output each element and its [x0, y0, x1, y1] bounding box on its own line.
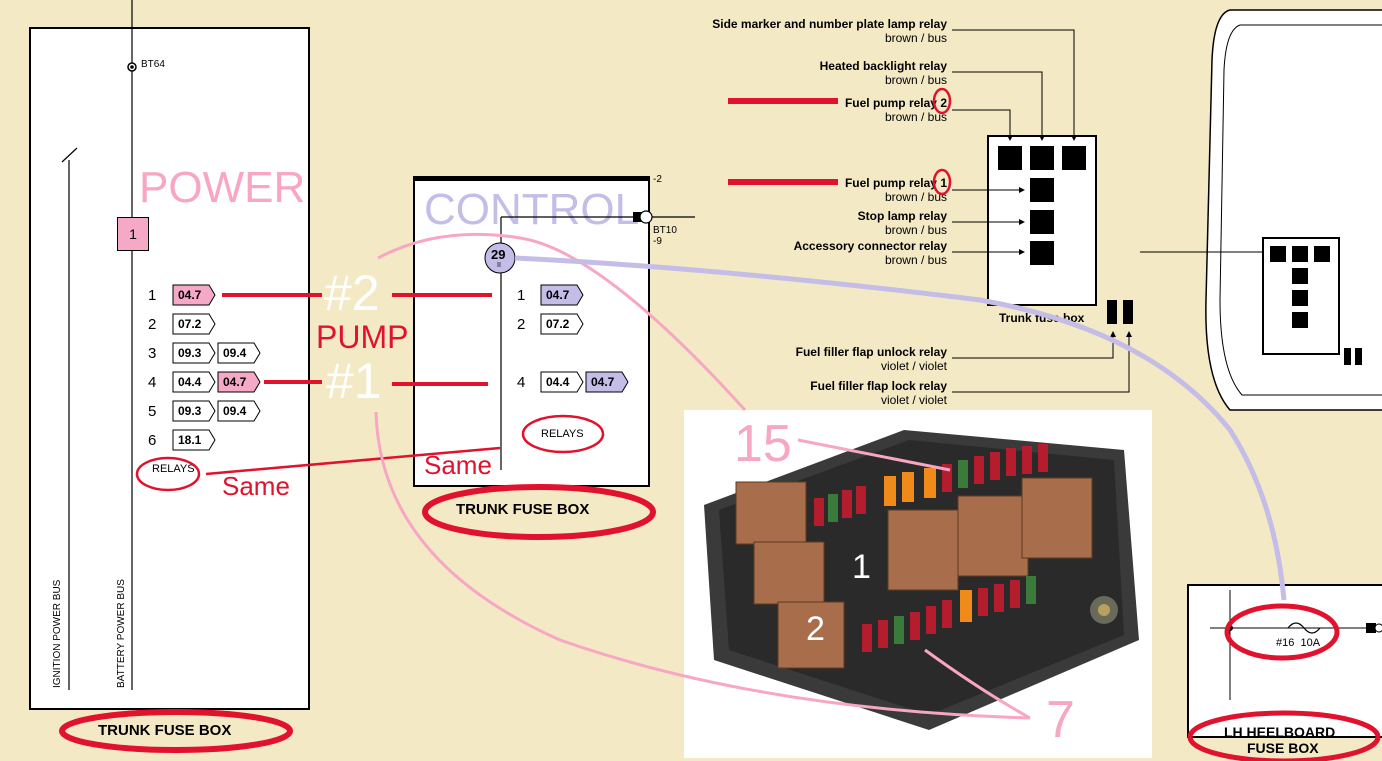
power-tag-5a: 09.3 — [178, 404, 202, 418]
control-panel — [413, 176, 650, 487]
bt64-label: BT64 — [141, 59, 165, 70]
relay-slot — [998, 146, 1022, 170]
fuse-box-photo — [684, 410, 1152, 758]
power-tag-1a: 04.7 — [178, 288, 202, 302]
fuse-box-photo-art — [684, 410, 1152, 758]
label-7: 7 — [1046, 691, 1075, 749]
fuse-1-box: 1 — [117, 217, 149, 251]
power-tag-3b: 09.4 — [223, 346, 247, 360]
power-tag-2a: 07.2 — [178, 317, 202, 331]
control-caption: TRUNK FUSE BOX — [456, 501, 590, 518]
power-title: POWER — [139, 163, 306, 212]
control-tag-4a: 04.4 — [546, 375, 570, 389]
relay-slot — [1062, 146, 1086, 170]
power-caption: TRUNK FUSE BOX — [98, 722, 232, 739]
power-tag-3a: 09.3 — [178, 346, 202, 360]
power-row-3-num: 3 — [148, 345, 157, 362]
bt10-label: BT10 — [653, 225, 677, 236]
pump1-label: #1 — [326, 353, 382, 409]
control-top-mark: -2 — [653, 174, 662, 185]
pump-word: PUMP — [316, 319, 409, 355]
control-row-1-num: 1 — [517, 287, 526, 304]
power-row-1-num: 1 — [148, 287, 157, 304]
power-tag-5b: 09.4 — [223, 404, 247, 418]
power-tag-4a: 04.4 — [178, 375, 202, 389]
relay-slot — [1030, 241, 1054, 265]
control-tag-2a: 07.2 — [546, 317, 570, 331]
control-relays-label: RELAYS — [541, 428, 584, 440]
power-relays-label: RELAYS — [152, 463, 195, 475]
bt10-sub: -9 — [653, 236, 662, 247]
photo-label-2: 2 — [806, 610, 825, 648]
node-29-sub: II — [497, 262, 501, 269]
heelboard-caption-1: LH HEELBOARD — [1224, 724, 1336, 740]
power-tag-6a: 18.1 — [178, 433, 202, 447]
relay-slot — [1030, 146, 1054, 170]
control-tag-4b: 04.7 — [591, 375, 615, 389]
photo-label-1: 1 — [852, 548, 871, 586]
power-row-4-num: 4 — [148, 374, 157, 391]
heelboard-caption-2: FUSE BOX — [1247, 740, 1319, 756]
power-row-6-num: 6 — [148, 432, 157, 449]
same-right-label: Same — [424, 450, 492, 480]
flap-relay-slot — [1107, 300, 1117, 324]
power-panel — [29, 27, 310, 710]
same-left-label: Same — [222, 471, 290, 501]
power-row-5-num: 5 — [148, 403, 157, 420]
node-29-label: 29 — [491, 247, 506, 262]
power-tag-4b: 04.7 — [223, 375, 247, 389]
relay-slot — [1030, 210, 1054, 234]
control-title: CONTROL — [424, 185, 640, 234]
flap-relay-slot — [1123, 300, 1133, 324]
control-tag-1a: 04.7 — [546, 288, 570, 302]
power-row-2-num: 2 — [148, 316, 157, 333]
control-row-2-num: 2 — [517, 316, 526, 333]
label-15: 15 — [734, 415, 792, 473]
control-row-4-num: 4 — [517, 374, 526, 391]
heelboard-fuse-label: #16 10A — [1276, 637, 1321, 649]
pump2-label: #2 — [324, 265, 380, 321]
relay-slot — [1030, 178, 1054, 202]
